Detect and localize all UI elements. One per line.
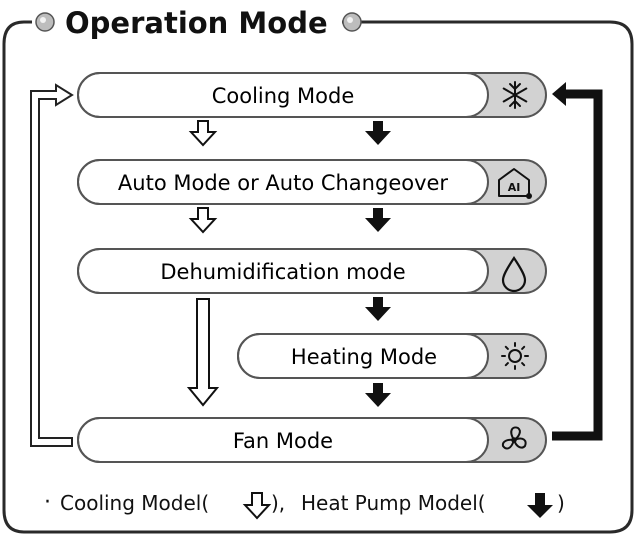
mode-label: Heating Mode xyxy=(291,345,437,369)
sun-icon xyxy=(501,342,529,370)
cooling-arrow-2 xyxy=(188,207,218,234)
heatpump-arrow-3 xyxy=(365,297,391,321)
mode-row-auto: Auto Mode or Auto Changeover AI xyxy=(77,159,547,205)
ai-icon: AI xyxy=(498,168,532,199)
snowflake-icon xyxy=(502,81,528,109)
diagram-title: Operation Mode xyxy=(65,6,328,40)
legend-solid-arrow-icon xyxy=(527,493,553,518)
water-drop-icon xyxy=(501,256,527,293)
outer-frame xyxy=(2,20,634,534)
cooling-return-loop xyxy=(30,83,74,447)
legend-hollow-arrow-icon xyxy=(242,492,272,520)
legend-close-text: ) xyxy=(557,491,565,515)
legend-cooling-text: Cooling Model( xyxy=(60,491,209,515)
fan-icon xyxy=(501,426,527,450)
legend-sep-text: ), xyxy=(271,491,285,515)
mode-row-dehumidification: Dehumidification mode xyxy=(77,248,547,294)
heatpump-return-loop xyxy=(552,89,603,441)
mode-label: Auto Mode or Auto Changeover xyxy=(118,171,449,195)
mode-label: Cooling Mode xyxy=(212,84,355,108)
legend-heatpump-text: Heat Pump Model( xyxy=(301,491,486,515)
mode-label: Dehumidification mode xyxy=(160,260,405,284)
legend-bullet: · xyxy=(44,490,51,515)
mode-label: Fan Mode xyxy=(233,429,333,453)
heatpump-arrow-2 xyxy=(365,208,391,232)
cooling-arrow-1 xyxy=(188,120,218,147)
title-group: Operation Mode xyxy=(35,6,362,40)
mode-row-heating: Heating Mode xyxy=(237,333,547,379)
ai-icon-text: AI xyxy=(508,181,521,194)
heatpump-arrow-1 xyxy=(365,121,391,145)
mode-row-cooling: Cooling Mode xyxy=(77,72,547,118)
mode-row-fan: Fan Mode xyxy=(77,417,547,463)
legend: · Cooling Model( ), Heat Pump Model( ) xyxy=(44,490,565,520)
heatpump-arrow-4 xyxy=(365,383,391,407)
cooling-arrow-long xyxy=(186,298,220,407)
heatpump-return-arrowhead xyxy=(552,82,566,106)
